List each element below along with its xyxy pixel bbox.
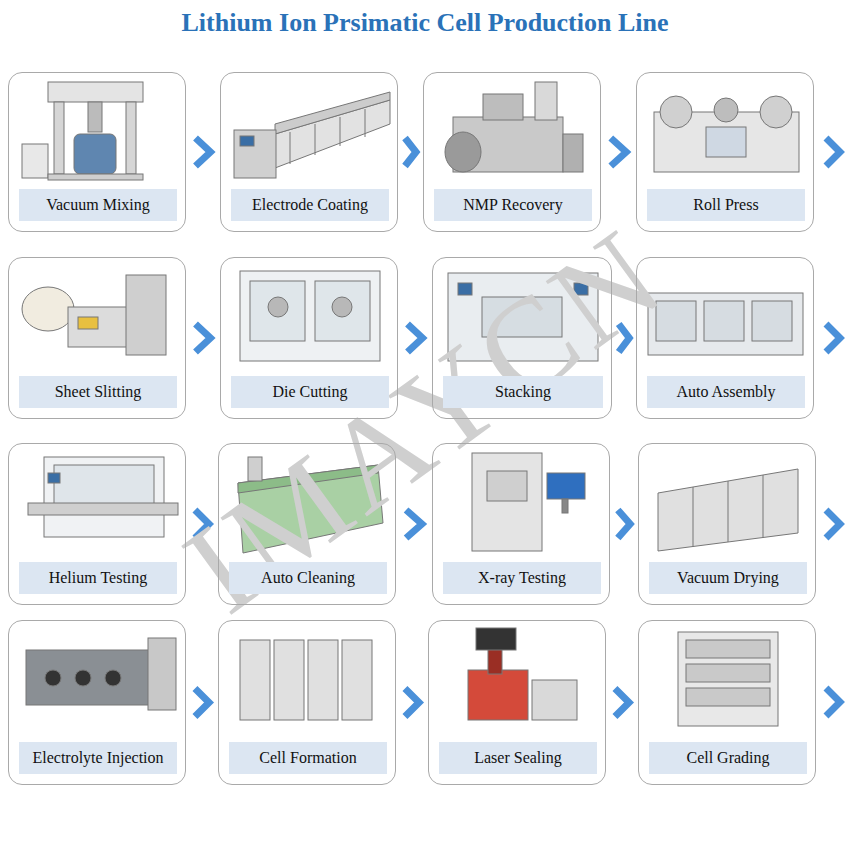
flow-arrow — [196, 324, 211, 352]
row-end-arrow — [826, 324, 840, 352]
flow-arrow — [408, 324, 423, 352]
process-box: Sheet Slitting — [8, 257, 186, 419]
xray-illustration — [472, 453, 585, 551]
slitter-illustration — [22, 275, 166, 355]
drying-oven-illustration — [658, 469, 798, 551]
process-box: NMP Recovery — [423, 72, 601, 232]
step-label: Cell Grading — [649, 742, 807, 774]
flow-arrow — [611, 138, 626, 166]
die-cutter-illustration — [240, 271, 380, 361]
process-box: Laser Sealing — [428, 620, 606, 785]
step-label: Laser Sealing — [439, 742, 597, 774]
flow-arrow — [619, 324, 630, 352]
flow-arrow — [196, 138, 211, 166]
step-label: Stacking — [443, 376, 603, 408]
mixer-illustration — [22, 82, 143, 180]
cleaner-illustration — [238, 457, 383, 553]
row-end-arrow — [826, 138, 840, 166]
process-box: Auto Cleaning — [218, 443, 396, 605]
flow-arrow — [406, 510, 422, 538]
process-box: Cell Grading — [638, 620, 816, 785]
step-label: Electrolyte Injection — [19, 742, 177, 774]
step-label: Cell Formation — [229, 742, 387, 774]
step-label: Vacuum Mixing — [19, 189, 177, 221]
process-box: Die Cutting — [220, 257, 398, 419]
step-label: Auto Cleaning — [229, 562, 387, 594]
page-title: Lithium Ion Prsimatic Cell Production Li… — [0, 8, 850, 38]
helium-tester-illustration — [28, 457, 178, 537]
process-box: Vacuum Drying — [638, 443, 816, 605]
stacker-illustration — [448, 273, 598, 361]
process-box: Auto Assembly — [636, 257, 814, 419]
step-label: Sheet Slitting — [19, 376, 177, 408]
row-end-arrows — [826, 138, 840, 716]
process-box: Electrolyte Injection — [8, 620, 186, 785]
flow-arrow — [405, 689, 419, 717]
coater-illustration — [234, 92, 390, 178]
step-label: Vacuum Drying — [649, 562, 807, 594]
process-box: Stacking — [432, 257, 612, 419]
step-label: X-ray Testing — [443, 562, 601, 594]
process-box: X-ray Testing — [432, 443, 610, 605]
step-label: NMP Recovery — [434, 189, 592, 221]
flow-arrow — [615, 689, 629, 717]
process-box: Vacuum Mixing — [8, 72, 186, 232]
step-label: Roll Press — [647, 189, 805, 221]
step-label: Die Cutting — [231, 376, 389, 408]
step-label: Auto Assembly — [647, 376, 805, 408]
row-end-arrow — [826, 510, 840, 538]
assembler-illustration — [648, 293, 803, 355]
recovery-illustration — [445, 82, 583, 172]
roll-press-illustration — [654, 96, 799, 172]
process-box: Helium Testing — [8, 443, 186, 605]
laser-welder-illustration — [468, 628, 577, 720]
injector-illustration — [26, 638, 176, 710]
process-box: Electrode Coating — [220, 72, 398, 232]
process-box: Roll Press — [636, 72, 814, 232]
step-label: Helium Testing — [19, 562, 177, 594]
formation-rack-illustration — [240, 640, 372, 720]
flow-arrow — [618, 510, 630, 538]
flow-arrow — [195, 510, 209, 538]
row-end-arrow — [826, 688, 840, 716]
step-label: Electrode Coating — [231, 189, 389, 221]
grading-cabinet-illustration — [678, 632, 778, 726]
flow-arrow — [405, 138, 416, 166]
flow-arrow — [195, 689, 209, 717]
process-box: Cell Formation — [218, 620, 396, 785]
